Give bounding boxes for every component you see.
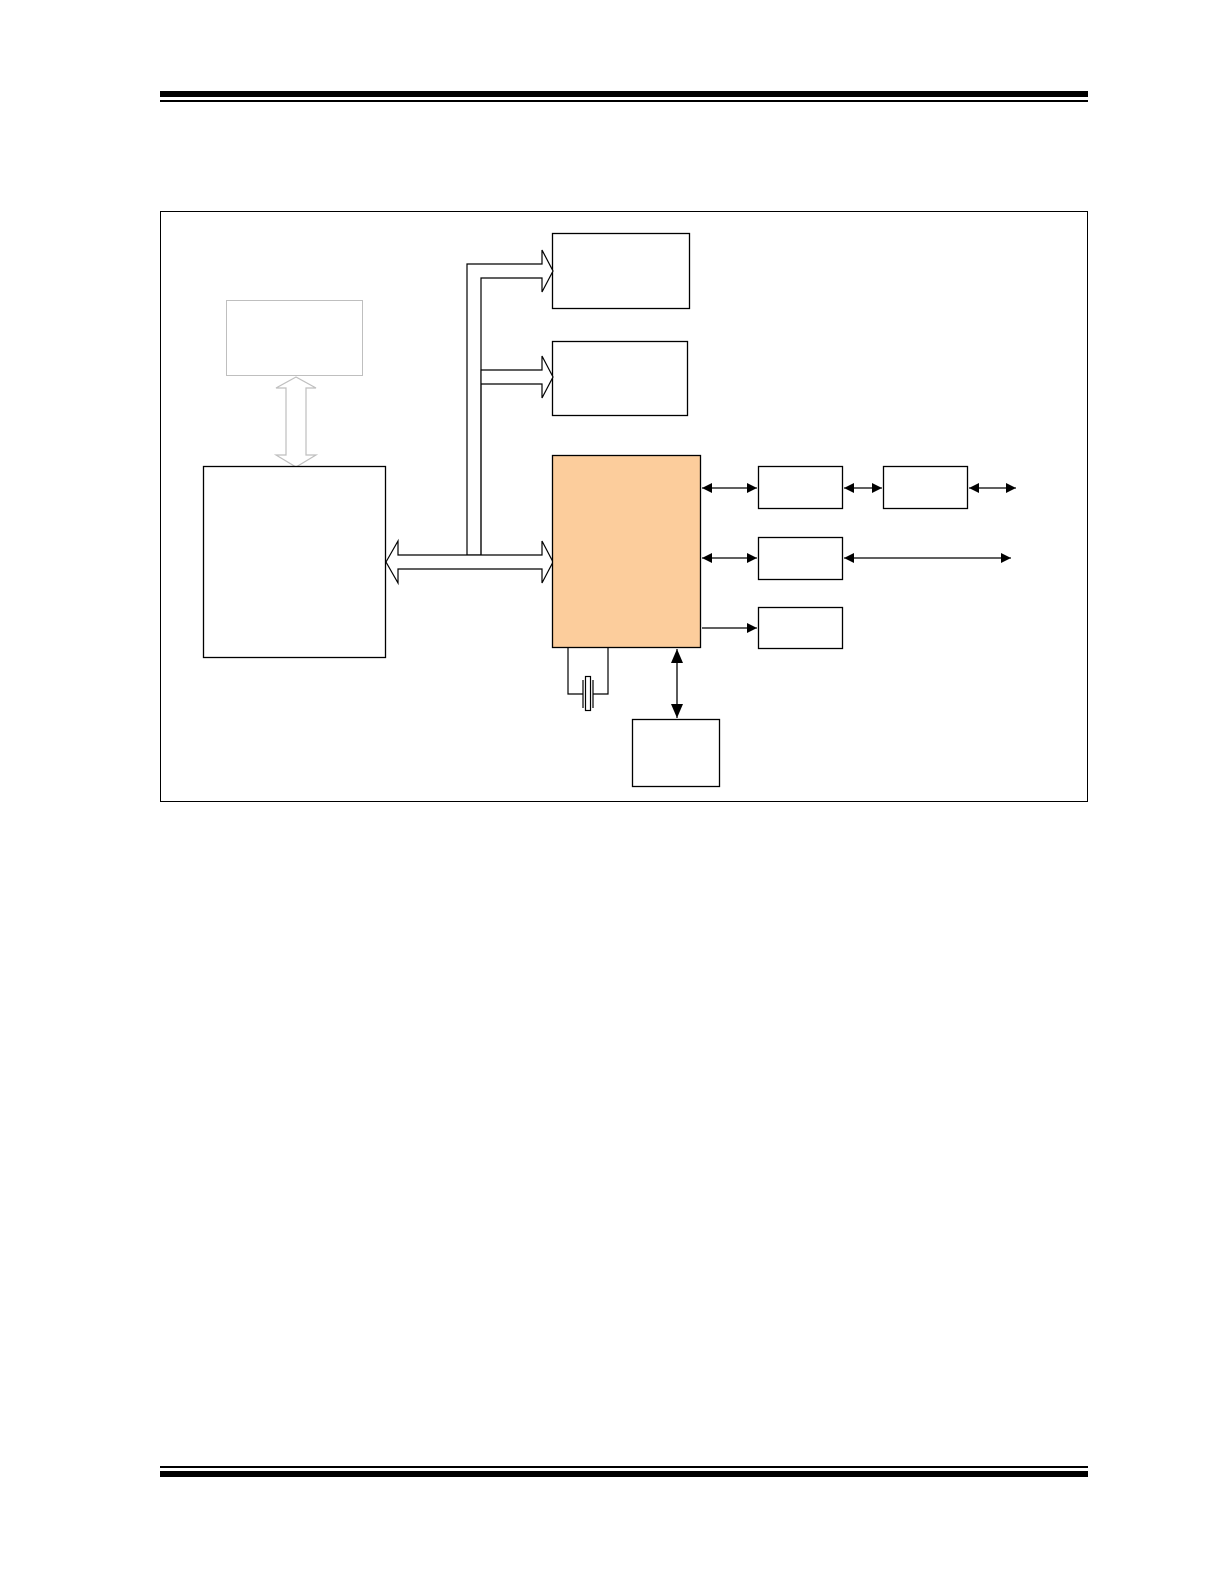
block-bottom-center (631, 718, 721, 788)
header-rule-thick (160, 91, 1088, 97)
crystal-symbol (567, 648, 609, 712)
block-right-row3 (757, 606, 844, 650)
bus-arrow-faded-vertical (273, 376, 319, 468)
block-top-right-2 (551, 340, 689, 417)
block-right-row1-a (757, 465, 844, 510)
header-rule-thin (160, 100, 1088, 102)
bus-arrow-to-second-block (480, 355, 554, 555)
block-faded-top-left (226, 300, 363, 376)
footer-rule-thin (160, 1466, 1088, 1468)
block-right-row2 (757, 536, 844, 581)
block-central-highlighted (551, 454, 702, 649)
bus-arrow-to-top-block (466, 249, 554, 556)
block-right-row1-b (882, 465, 969, 510)
figure-frame (160, 211, 1088, 802)
block-left-large (202, 465, 387, 659)
block-top-right-1 (551, 232, 691, 310)
footer-rule-thick (160, 1471, 1088, 1477)
